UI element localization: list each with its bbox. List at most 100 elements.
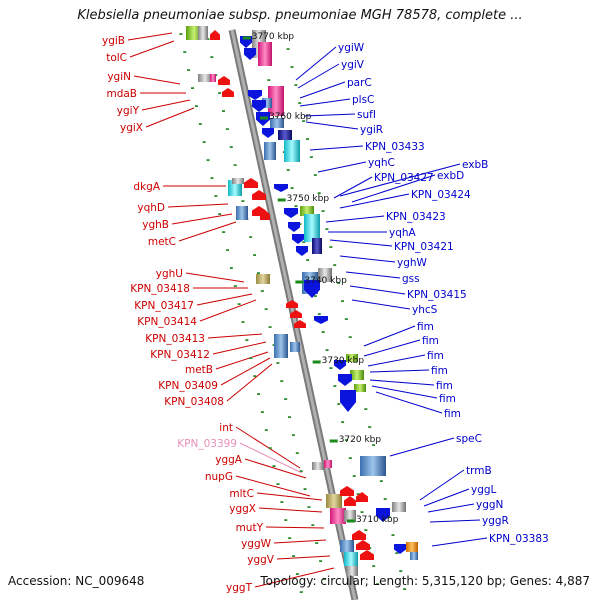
- gene-block: [304, 214, 320, 242]
- gene-label-yhcs[interactable]: yhcS: [412, 304, 438, 316]
- gene-block: [360, 456, 386, 476]
- gene-label-exbd[interactable]: exbD: [437, 170, 464, 182]
- strand-dot: [229, 146, 233, 148]
- strand-dot: [317, 192, 321, 194]
- gene-connector: [419, 469, 465, 501]
- gene-connector: [317, 161, 367, 173]
- gene-label-fim[interactable]: fim: [417, 321, 434, 333]
- map-title: Klebsiella pneumoniae subsp. pneumoniae …: [77, 8, 523, 23]
- gene-label-kpn_03383[interactable]: KPN_03383: [489, 533, 549, 545]
- strand-dot: [344, 439, 348, 441]
- gene-label-metb[interactable]: metB: [185, 364, 213, 376]
- gene-label-muty[interactable]: mutY: [236, 522, 264, 534]
- strand-dot: [210, 56, 214, 58]
- gene-label-ygga[interactable]: yggA: [215, 454, 243, 466]
- gene-label-yghb[interactable]: yghB: [142, 219, 169, 231]
- gene-label-parc[interactable]: parC: [347, 77, 372, 89]
- gene-label-ygib[interactable]: ygiB: [102, 35, 125, 47]
- strand-dot: [311, 524, 315, 526]
- gene-label-fim[interactable]: fim: [444, 408, 461, 420]
- gene-label-yggw[interactable]: yggW: [241, 538, 272, 550]
- gene-label-kpn_03412[interactable]: KPN_03412: [150, 349, 210, 361]
- gene-label-plsc[interactable]: plsC: [352, 94, 374, 106]
- gene-label-kpn_03414[interactable]: KPN_03414: [137, 316, 197, 328]
- gene-label-kpn_03424[interactable]: KPN_03424: [411, 189, 471, 201]
- gene-label-metc[interactable]: metC: [148, 236, 176, 248]
- gene-block: [312, 238, 322, 254]
- gene-label-yghw[interactable]: yghW: [397, 257, 428, 269]
- gene-label-kpn_03423[interactable]: KPN_03423: [386, 211, 446, 223]
- gene-connector: [199, 299, 257, 322]
- gene-label-sufi[interactable]: sufI: [357, 109, 376, 121]
- strand-dot: [267, 79, 271, 81]
- strand-dot: [280, 501, 284, 503]
- gene-label-yqha[interactable]: yqhA: [389, 227, 417, 239]
- gene-label-gss[interactable]: gss: [402, 273, 420, 285]
- gene-label-nupg[interactable]: nupG: [205, 471, 233, 483]
- gene-label-dkga[interactable]: dkgA: [133, 181, 160, 193]
- gene-label-exbb[interactable]: exbB: [462, 159, 488, 171]
- kbp-tick-label: 3770 kbp: [252, 32, 295, 42]
- gene-label-fim[interactable]: fim: [439, 393, 456, 405]
- gene-label-tolc[interactable]: tolC: [106, 52, 127, 64]
- gene-label-mdab[interactable]: mdaB: [106, 88, 137, 100]
- strand-dot: [210, 177, 214, 179]
- gene-connector: [349, 285, 406, 295]
- gene-label-int[interactable]: int: [219, 422, 233, 434]
- gene-arrow: [314, 316, 328, 324]
- strand-dot: [302, 241, 306, 243]
- gene-arrow: [284, 208, 298, 218]
- strand-dot: [352, 475, 356, 477]
- kbp-tick-label: 3750 kbp: [287, 194, 330, 204]
- gene-label-ygiv[interactable]: ygiV: [341, 59, 365, 71]
- gene-block: [410, 552, 418, 560]
- gene-label-fim[interactable]: fim: [427, 350, 444, 362]
- strand-dot: [295, 573, 299, 575]
- strand-dot: [229, 267, 233, 269]
- strand-dot: [325, 228, 329, 230]
- gene-label-ygiw[interactable]: ygiW: [338, 42, 365, 54]
- gene-label-ygin[interactable]: ygiN: [107, 71, 131, 83]
- gene-label-kpn_03409[interactable]: KPN_03409: [158, 380, 218, 392]
- gene-label-ygir[interactable]: ygiR: [360, 124, 383, 136]
- gene-label-yggr[interactable]: yggR: [482, 515, 509, 527]
- gene-label-fim[interactable]: fim: [422, 335, 439, 347]
- gene-arrow: [286, 300, 298, 308]
- gene-block: [274, 334, 288, 358]
- strand-dot: [241, 200, 245, 202]
- gene-label-yggx[interactable]: yggX: [229, 503, 256, 515]
- gene-label-yggl[interactable]: yggL: [471, 484, 497, 496]
- gene-label-ygiy[interactable]: ygiY: [117, 105, 140, 117]
- gene-label-spec[interactable]: speC: [456, 433, 482, 445]
- gene-label-trmb[interactable]: trmB: [466, 465, 492, 477]
- gene-label-yggv[interactable]: yggV: [247, 554, 275, 566]
- strand-dot: [341, 421, 345, 423]
- gene-label-kpn_03415[interactable]: KPN_03415: [407, 289, 467, 301]
- gene-label-kpn_03417[interactable]: KPN_03417: [134, 300, 194, 312]
- gene-label-kpn_03433[interactable]: KPN_03433: [365, 141, 425, 153]
- gene-label-yqhc[interactable]: yqhC: [368, 157, 395, 169]
- gene-label-mltc[interactable]: mltC: [229, 488, 254, 500]
- strand-dot: [313, 295, 317, 297]
- gene-label-ygix[interactable]: ygiX: [120, 122, 143, 134]
- gene-label-yghu[interactable]: yghU: [156, 268, 183, 280]
- gene-label-kpn_03413[interactable]: KPN_03413: [145, 333, 205, 345]
- strand-dot: [399, 570, 403, 572]
- gene-label-yggt[interactable]: yggT: [226, 582, 253, 594]
- strand-dot: [264, 308, 268, 310]
- gene-label-kpn_03399[interactable]: KPN_03399: [177, 438, 237, 450]
- gene-connector: [235, 426, 301, 469]
- gene-label-kpn_03418[interactable]: KPN_03418: [130, 283, 190, 295]
- gene-label-kpn_03421[interactable]: KPN_03421: [394, 241, 454, 253]
- gene-label-fim[interactable]: fim: [431, 365, 448, 377]
- gene-label-kpn_03408[interactable]: KPN_03408: [164, 396, 224, 408]
- strand-dot: [225, 128, 229, 130]
- strand-dot: [264, 429, 268, 431]
- gene-label-yqhd[interactable]: yqhD: [137, 202, 165, 214]
- gene-label-yggn[interactable]: yggN: [476, 499, 503, 511]
- gene-label-fim[interactable]: fim: [436, 380, 453, 392]
- gene-label-kpn_03427[interactable]: KPN_03427: [374, 172, 434, 184]
- strand-dot: [319, 560, 323, 562]
- gene-arrow: [294, 320, 306, 328]
